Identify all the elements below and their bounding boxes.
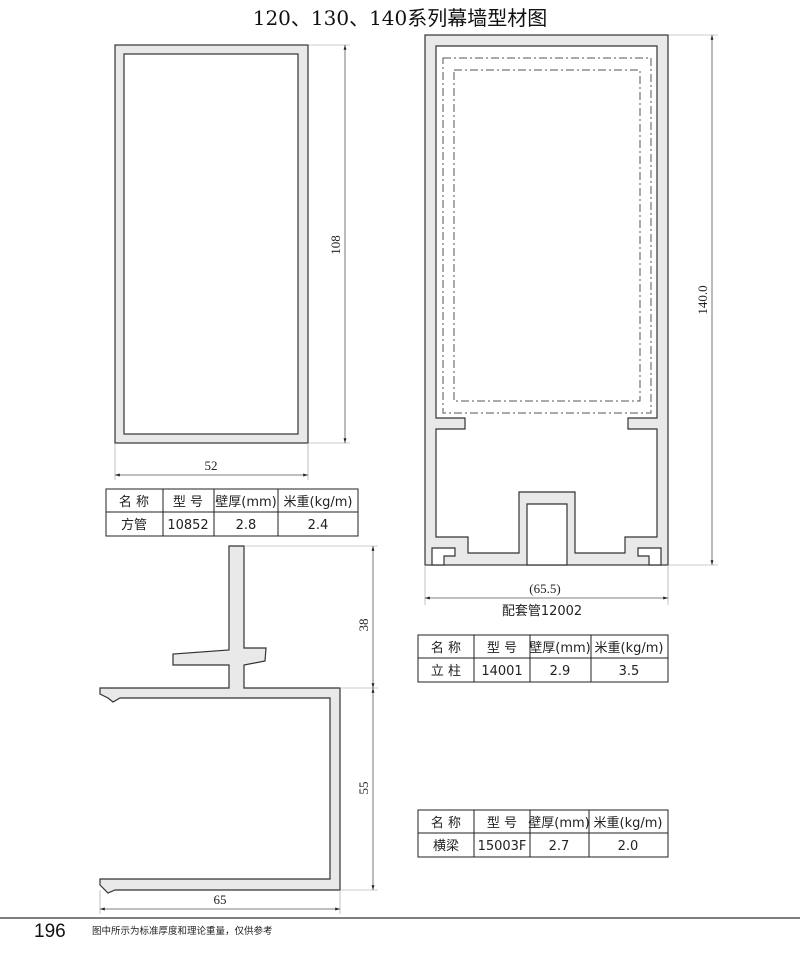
cell-thickness: 2.7 <box>549 839 570 854</box>
header-thickness: 壁厚(mm) <box>528 816 589 831</box>
header-thickness: 壁厚(mm) <box>215 495 276 510</box>
header-model: 型 号 <box>173 495 203 510</box>
lower-height-label: 55 <box>356 782 371 795</box>
header-weight: 米重(kg/m) <box>594 815 663 831</box>
cell-name: 立 柱 <box>431 664 461 679</box>
spec-table-mullion: 名 称 型 号 壁厚(mm) 米重(kg/m) 立 柱 14001 2.9 3.… <box>417 634 669 683</box>
header-name: 名 称 <box>119 494 149 510</box>
cell-model: 15003F <box>478 839 527 854</box>
width-dimension-label: 52 <box>205 458 218 473</box>
page-number: 196 <box>34 921 66 942</box>
cell-name: 方管 <box>121 517 147 533</box>
cell-weight: 2.0 <box>618 839 639 854</box>
header-name: 名 称 <box>431 640 461 656</box>
cell-name: 横梁 <box>433 839 459 854</box>
square-tube-profile: 108 52 <box>114 44 350 480</box>
companion-tube-caption: 配套管12002 <box>502 603 582 619</box>
cell-weight: 2.4 <box>308 518 329 533</box>
cell-thickness: 2.8 <box>236 518 257 533</box>
page-title: 120、130、140系列幕墙型材图 <box>253 6 548 30</box>
mullion-profile: 140.0 (65.5) 配套管12002 <box>424 34 718 619</box>
height-dimension-label: 140.0 <box>695 285 710 314</box>
cell-thickness: 2.9 <box>550 664 571 679</box>
spec-table-square-tube: 名 称 型 号 壁厚(mm) 米重(kg/m) 方管 10852 2.8 2.4 <box>105 488 359 537</box>
header-thickness: 壁厚(mm) <box>529 641 590 656</box>
header-weight: 米重(kg/m) <box>284 494 353 510</box>
header-model: 型 号 <box>487 816 517 831</box>
upper-height-label: 38 <box>356 619 371 632</box>
spec-table-transom: 名 称 型 号 壁厚(mm) 米重(kg/m) 横梁 15003F 2.7 2.… <box>417 809 669 858</box>
cell-model: 10852 <box>167 518 208 533</box>
header-model: 型 号 <box>487 641 517 656</box>
transom-profile: 38 55 65 <box>99 545 378 914</box>
footer-note: 图中所示为标准厚度和理论重量，仅供参考 <box>92 925 273 937</box>
header-name: 名 称 <box>431 815 461 831</box>
cell-weight: 3.5 <box>619 664 640 679</box>
cell-model: 14001 <box>481 664 522 679</box>
header-weight: 米重(kg/m) <box>595 640 664 656</box>
width-dimension-label: (65.5) <box>529 581 560 596</box>
height-dimension-label: 108 <box>328 235 343 255</box>
width-dimension-label: 65 <box>214 892 227 907</box>
